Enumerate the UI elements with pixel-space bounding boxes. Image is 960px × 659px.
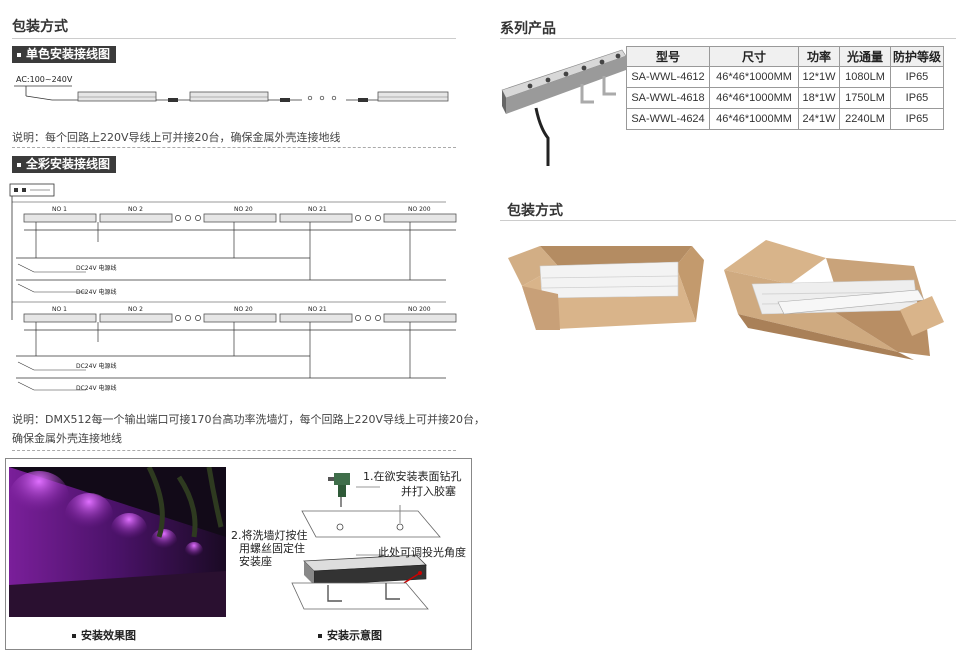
svg-text:NO 21: NO 21 xyxy=(308,206,327,213)
header-size: 尺寸 xyxy=(709,46,799,67)
cell-lumen: 2240LM xyxy=(839,108,891,130)
header-lumen: 光通量 xyxy=(839,46,891,67)
header-ip: 防护等级 xyxy=(890,46,944,67)
bullet-icon xyxy=(17,162,21,167)
bullet-icon xyxy=(17,52,21,57)
svg-text:NO 1: NO 1 xyxy=(52,306,67,313)
cell-power: 18*1W xyxy=(798,87,840,109)
product-photo xyxy=(501,49,627,166)
divider xyxy=(12,38,456,39)
svg-text:DC24V 电源线: DC24V 电源线 xyxy=(76,264,116,272)
full-color-tag: 全彩安装接线图 xyxy=(12,156,117,173)
installation-schematic xyxy=(291,473,441,610)
step2-line2: 用螺丝固定住 xyxy=(239,542,305,555)
svg-text:NO 200: NO 200 xyxy=(408,306,431,313)
divider xyxy=(500,220,956,221)
step2-line1: 2.将洗墙灯按住 xyxy=(231,529,308,542)
cell-ip: IP65 xyxy=(890,66,944,88)
full-color-tag-label: 全彩安装接线图 xyxy=(26,157,111,171)
full-color-note-line1: 说明：DMX512每一个输出端口可接170台高功率洗墙灯，每个回路上220V导线… xyxy=(12,413,486,426)
angle-note: 此处可调投光角度 xyxy=(378,546,466,559)
step1-text: 1.在欲安装表面钻孔 并打入胶塞 xyxy=(363,469,462,499)
installation-effect-photo xyxy=(9,467,226,617)
cell-size: 46*46*1000MM xyxy=(709,87,799,109)
cell-model: SA-WWL-4612 xyxy=(626,66,710,88)
cell-model: SA-WWL-4618 xyxy=(626,87,710,109)
svg-text:NO 21: NO 21 xyxy=(308,306,327,313)
lamp-unit-2 xyxy=(189,91,269,102)
lamp-unit-20 xyxy=(377,91,449,102)
cell-size: 46*46*1000MM xyxy=(709,108,799,130)
cell-power: 24*1W xyxy=(798,108,840,130)
product-spec-table: 型号 尺寸 功率 光通量 防护等级 SA-WWL-4612 46*46*1000… xyxy=(626,46,944,130)
svg-text:DC24V 电源线: DC24V 电源线 xyxy=(76,288,116,296)
divider xyxy=(12,450,456,451)
svg-text:NO 1: NO 1 xyxy=(52,206,67,213)
step2-line3: 安装座 xyxy=(239,555,272,568)
svg-text:NO 20: NO 20 xyxy=(234,306,253,313)
cell-power: 12*1W xyxy=(798,66,840,88)
caption-effect: 安装效果图 xyxy=(72,627,136,643)
cell-lumen: 1750LM xyxy=(839,87,891,109)
lamp-unit-1 xyxy=(77,91,157,102)
divider xyxy=(500,38,956,39)
lamp-row-2: NO 1 NO 2 NO 20 NO 21 NO 200 DC24V 电源线 D… xyxy=(12,301,457,392)
packing-photo-open-box xyxy=(508,246,704,330)
drill-icon xyxy=(328,473,350,507)
header-model: 型号 xyxy=(626,46,710,67)
cell-ip: IP65 xyxy=(890,87,944,109)
svg-text:NO 2: NO 2 xyxy=(128,306,143,313)
caption-diagram: 安装示意图 xyxy=(318,627,382,643)
svg-text:DC24V 电源线: DC24V 电源线 xyxy=(76,384,116,392)
table-row: SA-WWL-4612 46*46*1000MM 12*1W 1080LM IP… xyxy=(626,66,944,88)
cell-ip: IP65 xyxy=(890,108,944,130)
series-title: 系列产品 xyxy=(500,21,556,37)
single-color-tag: 单色安装接线图 xyxy=(12,46,117,63)
svg-text:NO 2: NO 2 xyxy=(128,206,143,213)
svg-text:NO 200: NO 200 xyxy=(408,206,431,213)
bullet-icon xyxy=(318,634,322,638)
full-color-wiring-diagram: NO 1 NO 2 NO 20 NO 21 NO 200 DC24V 电源线 D… xyxy=(9,183,457,392)
divider xyxy=(12,147,456,148)
step1-line2: 并打入胶塞 xyxy=(401,485,456,498)
bullet-icon xyxy=(72,634,76,638)
ac-voltage-label: AC:100~240V xyxy=(16,75,73,84)
step2-text: 2.将洗墙灯按住 用螺丝固定住 安装座 xyxy=(231,529,308,568)
table-row: SA-WWL-4618 46*46*1000MM 18*1W 1750LM IP… xyxy=(626,87,944,109)
lamp-row-1: NO 1 NO 2 NO 20 NO 21 NO 200 DC24V 电源线 D… xyxy=(16,206,457,296)
table-header-row: 型号 尺寸 功率 光通量 防护等级 xyxy=(626,46,944,67)
packing-photo-with-lamp xyxy=(724,240,944,360)
installation-panel: 1.在欲安装表面钻孔 并打入胶塞 2.将洗墙灯按住 用螺丝固定住 安装座 此处可… xyxy=(5,458,472,650)
full-color-note-line2: 确保金属外壳连接地线 xyxy=(12,432,122,445)
table-row: SA-WWL-4624 46*46*1000MM 24*1W 2240LM IP… xyxy=(626,108,944,130)
header-power: 功率 xyxy=(798,46,840,67)
caption-diagram-label: 安装示意图 xyxy=(327,629,382,642)
svg-text:NO 20: NO 20 xyxy=(234,206,253,213)
cell-model: SA-WWL-4624 xyxy=(626,108,710,130)
packing-title-left: 包装方式 xyxy=(12,19,68,35)
step1-line1: 1.在欲安装表面钻孔 xyxy=(363,470,462,483)
single-color-tag-label: 单色安装接线图 xyxy=(26,47,111,61)
wall-washer-lamp xyxy=(303,554,427,586)
cell-lumen: 1080LM xyxy=(839,66,891,88)
svg-text:DC24V 电源线: DC24V 电源线 xyxy=(76,362,116,370)
caption-effect-label: 安装效果图 xyxy=(81,629,136,642)
packing-title-right: 包装方式 xyxy=(507,203,563,219)
cell-size: 46*46*1000MM xyxy=(709,66,799,88)
single-color-wiring-diagram: AC:100~240V xyxy=(14,75,449,102)
single-color-note: 说明：每个回路上220V导线上可并接20台，确保金属外壳连接地线 xyxy=(12,131,341,144)
